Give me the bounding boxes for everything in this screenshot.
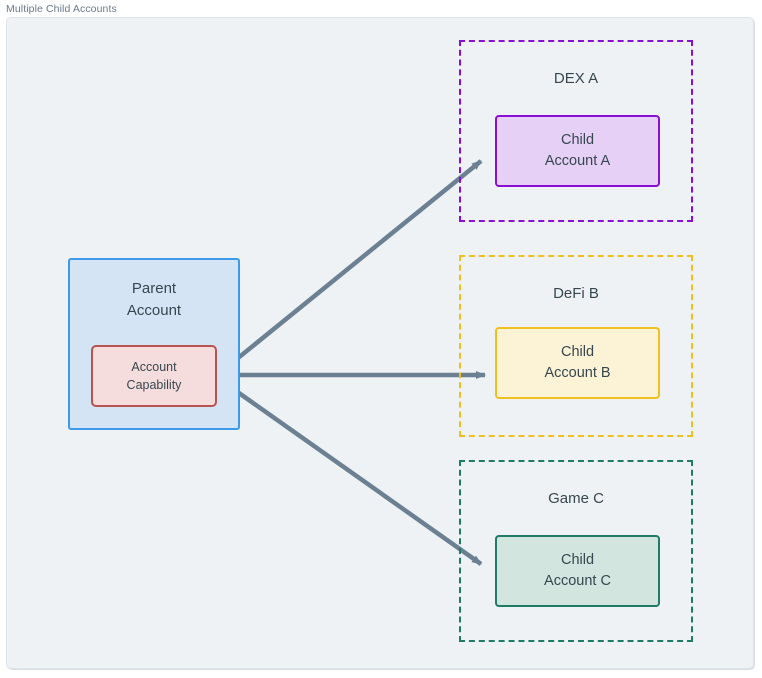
account-capability-node[interactable]: Account Capability bbox=[91, 345, 217, 407]
child-account-b-node[interactable]: Child Account B bbox=[495, 327, 660, 399]
group-defi-b[interactable]: DeFi B bbox=[459, 255, 693, 437]
child-account-b-label-line2: Account B bbox=[544, 365, 611, 381]
group-dex-a[interactable]: DEX A bbox=[459, 40, 693, 222]
group-defi-b-title: DeFi B bbox=[553, 285, 599, 302]
parent-account-label-line1: Parent bbox=[131, 280, 177, 297]
group-game-c[interactable]: Game C bbox=[459, 460, 693, 642]
child-account-a-node[interactable]: Child Account A bbox=[495, 115, 660, 187]
child-account-a-label-line1: Child bbox=[560, 132, 595, 148]
child-account-b-label-line1: Child bbox=[560, 344, 595, 360]
child-account-c-label-line1: Child bbox=[560, 552, 595, 568]
diagram-title: Multiple Child Accounts bbox=[6, 3, 117, 15]
group-dex-a-title: DEX A bbox=[553, 70, 599, 87]
child-account-c-label-line2: Account C bbox=[544, 573, 611, 589]
child-account-c-node[interactable]: Child Account C bbox=[495, 535, 660, 607]
group-game-c-title: Game C bbox=[548, 490, 604, 507]
parent-account-label-line2: Account bbox=[126, 302, 182, 319]
account-capability-label-line2: Capability bbox=[126, 378, 182, 392]
account-capability-label-line1: Account bbox=[131, 360, 177, 374]
child-account-a-label-line2: Account A bbox=[544, 153, 611, 169]
